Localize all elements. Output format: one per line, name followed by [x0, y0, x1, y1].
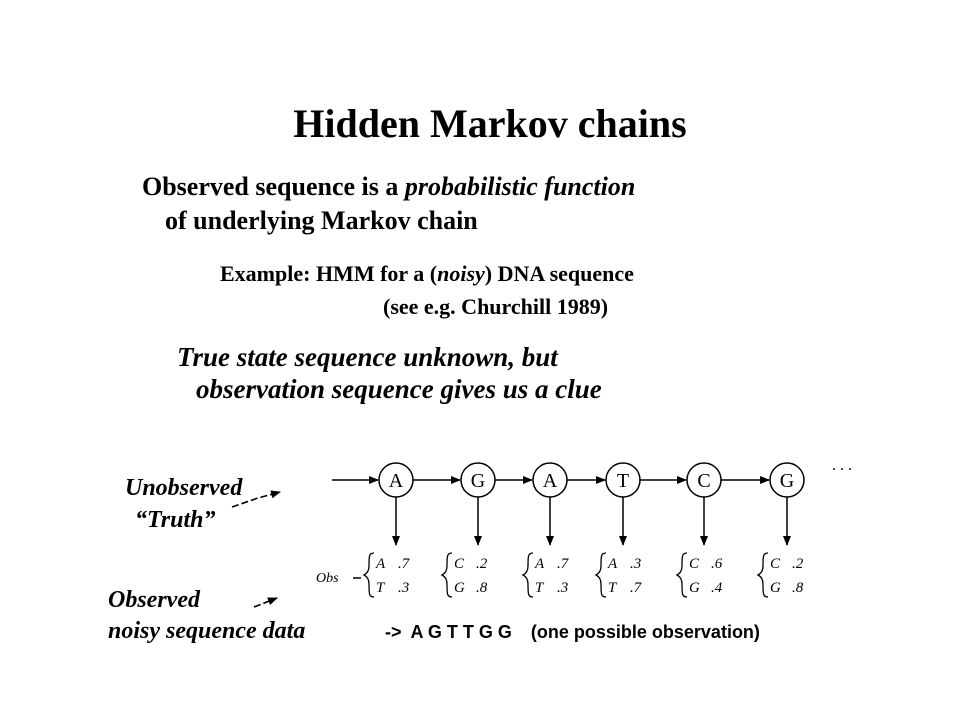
emission-symbol: A [607, 556, 618, 572]
emission-symbol: G [689, 580, 700, 596]
emission-brace [756, 552, 769, 598]
emission-symbol: G [770, 580, 781, 596]
example-line-1: Example: HMM for a (noisy) DNA sequence [220, 261, 634, 287]
emission-symbol: C [689, 556, 700, 572]
emission-table: C .6G .4 [675, 552, 723, 598]
emission-probability: .2 [792, 556, 804, 572]
example-text-c: ) DNA sequence [484, 261, 634, 286]
emission-brace [440, 552, 453, 598]
emission-symbol: C [770, 556, 781, 572]
emission-symbol: A [375, 556, 386, 572]
emission-probability: .2 [476, 556, 488, 572]
observed-label-2: noisy sequence data [108, 618, 306, 644]
emission-brace [594, 552, 607, 598]
state-label: G [471, 470, 485, 492]
emission-probability: .8 [792, 580, 804, 596]
observation-sequence: A G T T G G [410, 622, 512, 642]
emission-symbol: C [454, 556, 465, 572]
emission-brace [675, 552, 688, 598]
obs-label: Obs [316, 571, 339, 586]
intro-line-1-text: Observed sequence is a [142, 172, 405, 201]
example-line-2: (see e.g. Churchill 1989) [383, 294, 609, 319]
example-text-noisy: noisy [437, 261, 485, 286]
intro-line-1: Observed sequence is a probabilistic fun… [142, 172, 635, 202]
emission-probability: .3 [557, 580, 568, 596]
emission-probability: .6 [711, 556, 723, 572]
emission-probability: .4 [711, 580, 723, 596]
emission-symbol: T [608, 580, 618, 596]
state-label: G [780, 470, 794, 492]
label-arrows [231, 490, 281, 608]
emission-tables: A.7T.3C.2G.8A.7T.3A.3T.7C.6G.4C.2G.8 [362, 552, 804, 598]
emission-probability: .3 [398, 580, 409, 596]
emission-probability: .7 [630, 580, 643, 596]
emission-table: A .3T .7 [594, 552, 643, 598]
emission-table: A .7T .3 [362, 552, 411, 598]
italic-line-2: observation sequence gives us a clue [196, 374, 602, 404]
observed-label-1: Observed [108, 587, 200, 613]
emission-probability: .8 [476, 580, 488, 596]
unobserved-label-2: “Truth” [135, 507, 216, 533]
slide-title: Hidden Markov chains [293, 101, 687, 146]
state-label: T [617, 470, 629, 492]
emission-brace [521, 552, 534, 598]
emission-table: A .7T .3 [521, 552, 570, 598]
emission-symbol: T [535, 580, 545, 596]
unobserved-label-1: Unobserved [125, 475, 243, 501]
emission-brace [362, 552, 375, 598]
observed-pointer-arrow [253, 597, 278, 608]
state-label: C [697, 470, 710, 492]
emission-symbol: T [376, 580, 386, 596]
state-label: A [389, 470, 404, 492]
observation-arrow: -> [385, 622, 402, 642]
observation-line: -> A G T T G G (one possible observation… [385, 622, 760, 643]
unobserved-pointer-arrow [231, 490, 281, 508]
emission-probability: .3 [630, 556, 641, 572]
emission-symbol: G [454, 580, 465, 596]
emission-probability: .7 [398, 556, 411, 572]
emission-probability: .7 [557, 556, 570, 572]
state-label: A [543, 470, 558, 492]
intro-line-1-emphasis: probabilistic function [404, 172, 636, 201]
observation-note: (one possible observation) [530, 622, 760, 642]
example-text-a: Example: HMM for a ( [220, 261, 438, 286]
chain-ellipsis: . . . [832, 457, 852, 474]
intro-line-2: of underlying Markov chain [165, 206, 478, 235]
emission-table: C .2G .8 [440, 552, 488, 598]
italic-line-1: True state sequence unknown, but [177, 342, 558, 372]
emission-table: C .2G .8 [756, 552, 804, 598]
emission-symbol: A [534, 556, 545, 572]
